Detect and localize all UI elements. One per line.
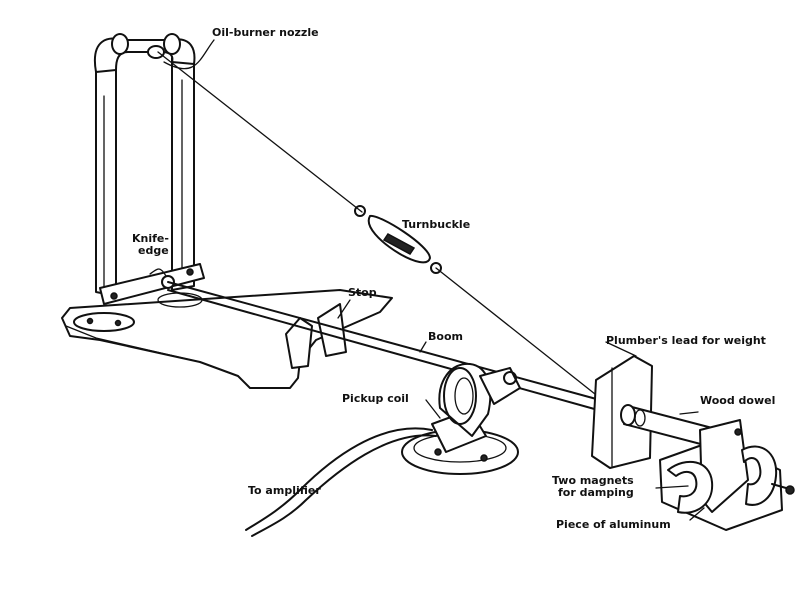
label-knife-edge-line1: Knife- [132,232,169,245]
amplifier-cable [245,427,437,537]
leader-lines [149,39,705,521]
label-stop: Stop [348,286,377,299]
support-wire [157,51,601,399]
label-to-amplifier: To amplifier [248,484,321,497]
pickup-coil-assembly [401,362,521,475]
label-piece-of-aluminum: Piece of aluminum [556,518,671,531]
label-oil-burner-nozzle: Oil-burner nozzle [212,26,319,39]
label-knife-edge-line2: edge [138,244,169,257]
label-boom: Boom [428,330,463,343]
label-two-magnets-line2: for damping [558,486,634,499]
label-two-magnets-line1: Two magnets [552,474,634,487]
label-wood-dowel: Wood dowel [700,394,775,407]
diagram-labels: Oil-burner nozzle Turnbuckle Knife- edge… [132,26,775,531]
label-turnbuckle: Turnbuckle [402,218,470,231]
damping-assembly [659,419,795,531]
label-plumbers-lead: Plumber's lead for weight [606,334,766,347]
boom [167,281,601,411]
knife-edge-assembly [99,263,205,305]
label-pickup-coil: Pickup coil [342,392,409,405]
